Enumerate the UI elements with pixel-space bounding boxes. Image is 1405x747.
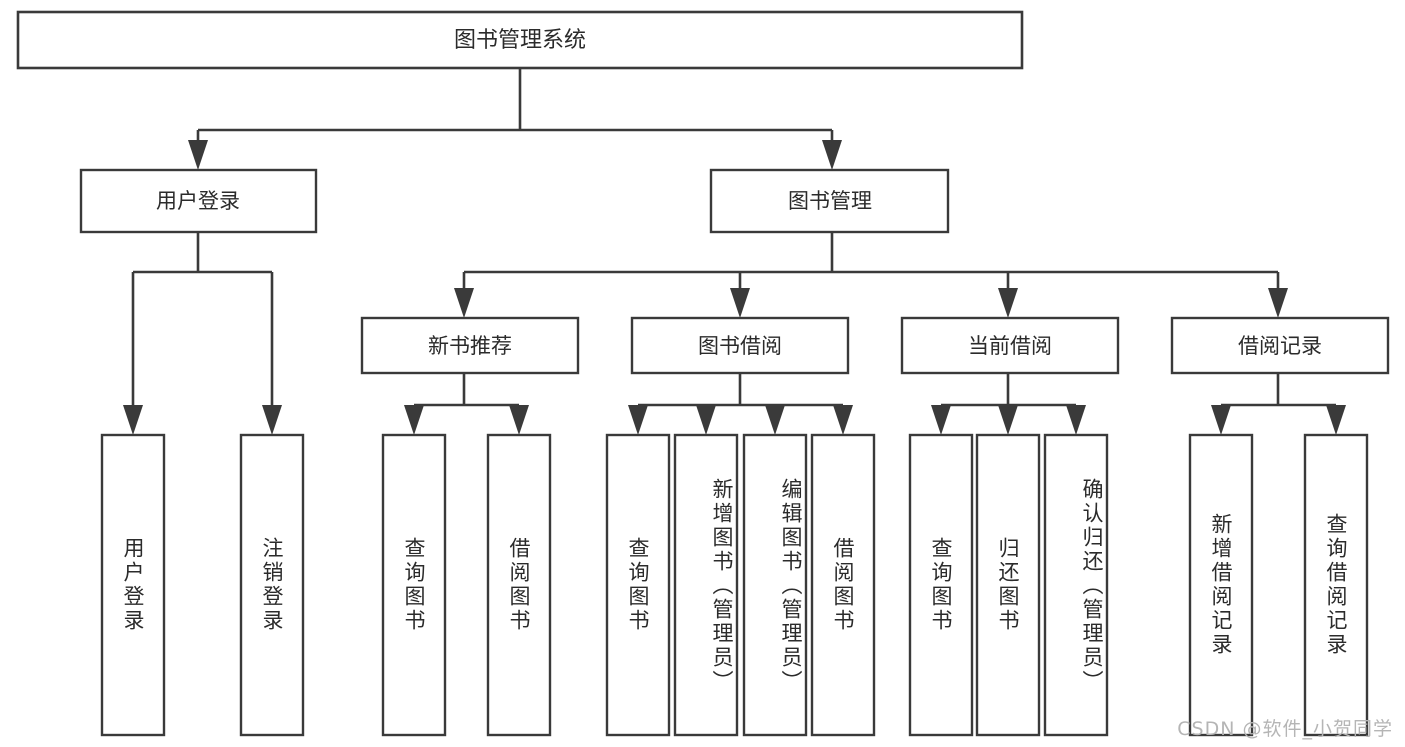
node-user-login[interactable]: 用户登录 — [79, 168, 318, 234]
connector-book-manage-to-level3 — [454, 232, 1288, 318]
node-book-manage[interactable]: 图书管理 — [709, 168, 950, 234]
node-user-login-label: 用户登录 — [156, 189, 240, 213]
leaf-box-query-book-1[interactable] — [381, 433, 447, 737]
node-book-manage-label: 图书管理 — [788, 189, 872, 213]
node-book-borrow[interactable]: 图书借阅 — [630, 316, 850, 375]
leaf-box-edit-book[interactable] — [742, 433, 808, 737]
leaf-box-borrow-book-2[interactable] — [810, 433, 876, 737]
connector-root-to-level2 — [188, 68, 842, 170]
leaf-box-query-book-3[interactable] — [908, 433, 974, 737]
leaf-box-confirm-return[interactable] — [1043, 433, 1109, 737]
node-borrow-record-label: 借阅记录 — [1238, 334, 1322, 358]
connector-new-book-to-leaves — [404, 373, 529, 435]
node-new-book-recommend-label: 新书推荐 — [428, 334, 512, 358]
connector-borrow-record-to-leaves — [1211, 373, 1346, 435]
leaf-box-logout[interactable] — [239, 433, 305, 737]
node-current-borrow[interactable]: 当前借阅 — [900, 316, 1120, 375]
leaf-box-user-login[interactable] — [100, 433, 166, 737]
connector-book-borrow-to-leaves — [628, 373, 853, 435]
leaf-box-add-book[interactable] — [673, 433, 739, 737]
node-new-book-recommend[interactable]: 新书推荐 — [360, 316, 580, 375]
node-root[interactable]: 图书管理系统 — [16, 10, 1024, 70]
connector-user-login-to-leaves — [123, 232, 282, 435]
leaf-box-query-book-2[interactable] — [605, 433, 671, 737]
node-book-borrow-label: 图书借阅 — [698, 334, 782, 358]
leaf-box-query-record[interactable] — [1303, 433, 1369, 737]
leaf-box-return-book[interactable] — [975, 433, 1041, 737]
leaf-boxes — [100, 433, 1369, 737]
watermark-text: CSDN @软件_小贺同学 — [1177, 718, 1393, 740]
node-root-label: 图书管理系统 — [454, 28, 586, 53]
connector-current-borrow-to-leaves — [931, 373, 1086, 435]
leaf-box-add-record[interactable] — [1188, 433, 1254, 737]
node-current-borrow-label: 当前借阅 — [968, 334, 1052, 358]
node-borrow-record[interactable]: 借阅记录 — [1170, 316, 1390, 375]
leaf-box-borrow-book-1[interactable] — [486, 433, 552, 737]
